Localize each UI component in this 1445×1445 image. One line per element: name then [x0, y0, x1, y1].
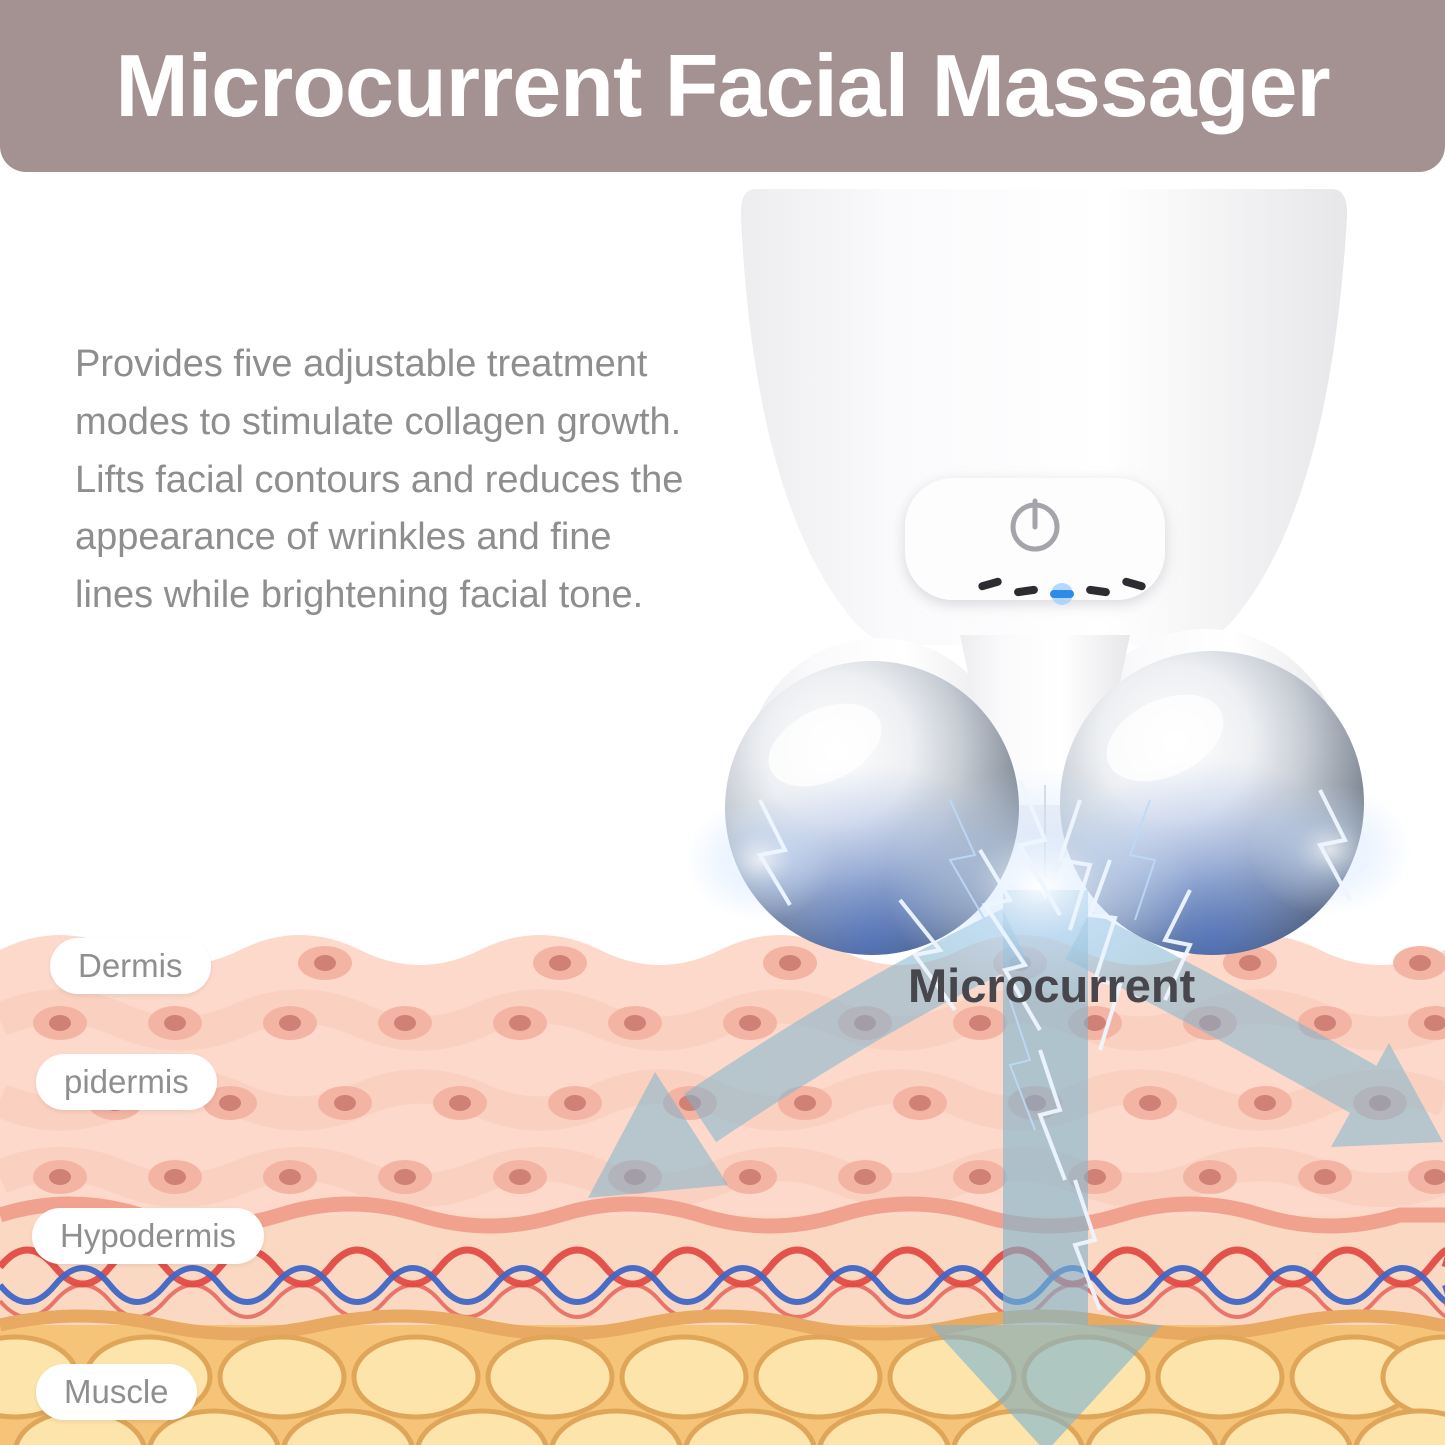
- massager-device: [725, 189, 1364, 955]
- skin-label-muscle: Muscle: [36, 1364, 197, 1420]
- dermis-layer: [0, 935, 1445, 1215]
- led-indicators: [978, 577, 1146, 605]
- control-panel: [905, 478, 1165, 600]
- led-dash: [1014, 585, 1038, 597]
- description-text: Provides five adjustable treatment modes…: [75, 343, 684, 616]
- led-dash: [1122, 577, 1146, 591]
- header-band: Microcurrent Facial Massager: [0, 0, 1445, 172]
- skin-label-dermis: Dermis: [50, 938, 211, 994]
- skin-layers-diagram: [0, 935, 1445, 1445]
- blood-vessel-red-thin: [0, 1283, 1445, 1319]
- skin-label-text: Hypodermis: [60, 1217, 237, 1254]
- skin-label-text: pidermis: [64, 1063, 189, 1100]
- skin-label-text: Muscle: [64, 1373, 169, 1410]
- led-dash-active: [1050, 590, 1074, 598]
- chrome-roller-left: [725, 661, 1019, 955]
- hypodermis-layer: [0, 1196, 1445, 1325]
- skin-label-epidermis: pidermis: [36, 1054, 217, 1110]
- page-title: Microcurrent Facial Massager: [115, 36, 1330, 135]
- skin-label-hypodermis: Hypodermis: [32, 1208, 265, 1264]
- device-body: [740, 189, 1348, 645]
- led-dash: [1086, 585, 1110, 597]
- muscle-layer: [0, 1309, 1445, 1445]
- skin-label-text: Dermis: [78, 947, 183, 984]
- led-dash: [978, 577, 1002, 591]
- microcurrent-label: Microcurrent: [908, 959, 1196, 1012]
- blood-vessel-blue: [0, 1265, 1445, 1305]
- power-button: [1010, 498, 1060, 552]
- chrome-roller-right: [1060, 651, 1364, 955]
